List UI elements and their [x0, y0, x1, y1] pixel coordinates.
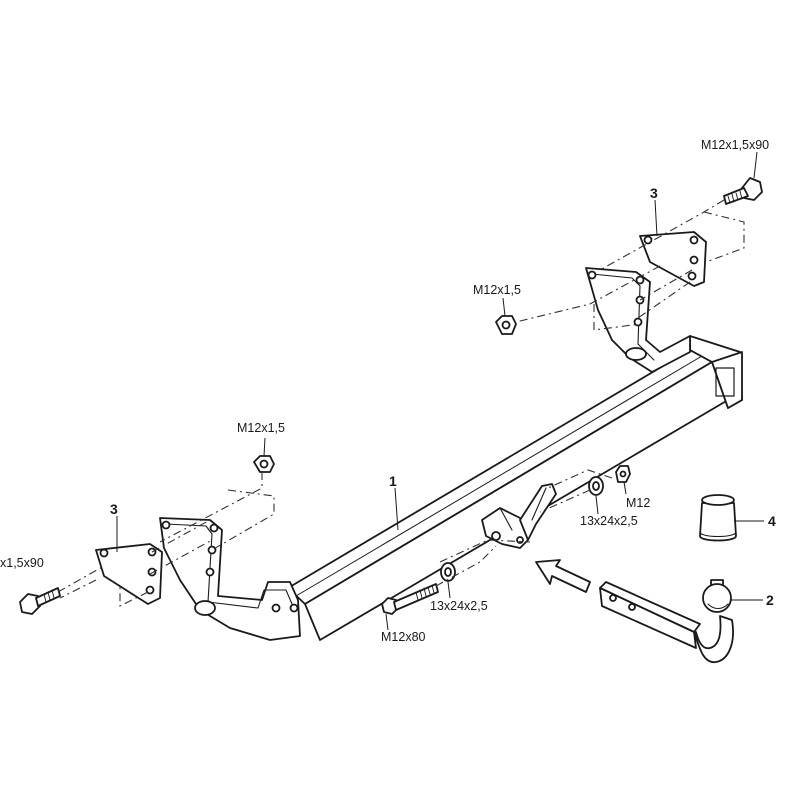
washer-center-right — [588, 476, 604, 496]
label-nut-left: M12x1,5 — [237, 421, 285, 435]
label-part-3-left: 3 — [110, 501, 118, 517]
label-part-2: 2 — [766, 592, 774, 608]
label-part-3-right: 3 — [650, 185, 658, 201]
left-clamp-plate — [95, 543, 163, 605]
center-receiver-bracket — [481, 483, 557, 549]
label-nut-right: M12x1,5 — [473, 283, 521, 297]
left-side-bracket — [159, 517, 301, 641]
right-clamp-plate — [639, 231, 707, 287]
label-washer-center-right: 13x24x2,5 — [580, 514, 638, 528]
label-washer-center-left: 13x24x2,5 — [430, 599, 488, 613]
nut-center — [615, 465, 631, 483]
assembly-dash-lines — [57, 199, 745, 607]
washer-center-left — [440, 562, 456, 582]
label-part-4: 4 — [768, 513, 776, 529]
ball-coupling — [599, 579, 734, 663]
nut-right — [495, 315, 517, 335]
bolt-top-right — [723, 177, 763, 205]
nut-left — [253, 455, 275, 473]
label-bolt-top-right: M12x1,5x90 — [701, 138, 770, 152]
label-bolt-center: M12x80 — [381, 630, 426, 644]
leader-lines — [116, 151, 764, 631]
ball-cap — [699, 494, 737, 542]
label-bolt-left: x1,5x90 — [0, 556, 44, 570]
label-nut-center: M12 — [626, 496, 651, 510]
insertion-arrow — [535, 559, 591, 593]
right-side-bracket — [585, 267, 691, 373]
main-crossbeam — [287, 335, 743, 641]
label-part-1: 1 — [389, 473, 397, 489]
bolt-left — [19, 587, 61, 615]
bolt-center — [381, 583, 439, 615]
